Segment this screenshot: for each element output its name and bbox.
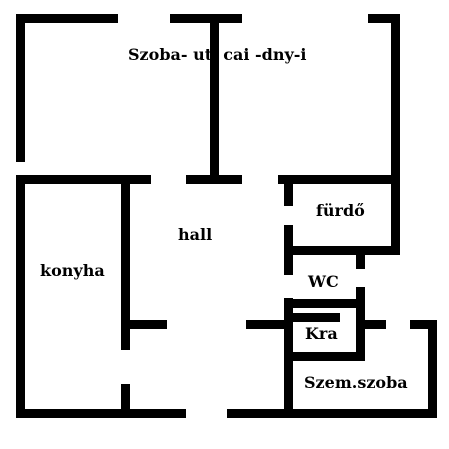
label-hall: hall (178, 225, 212, 244)
wall-room-bottom-right (278, 175, 400, 184)
wall-left-lower (16, 175, 25, 418)
wall-wc-bottom (284, 299, 365, 308)
label-kamra: Kra (305, 324, 338, 343)
wall-pantry-bottom (284, 352, 365, 361)
walls (16, 14, 437, 418)
wall-hall-stub-right (246, 320, 284, 329)
label-szemszoba: Szem.szoba (304, 373, 408, 392)
wall-top-left (16, 14, 118, 23)
wall-guest-right (428, 320, 437, 418)
wall-kitchen-hall-lower (121, 384, 130, 411)
label-szoba: Szoba- ut cai -dny-i (128, 45, 306, 64)
wall-guest-top-right (410, 320, 437, 329)
wall-left-upper (16, 14, 25, 162)
wall-room-bottom-left (16, 175, 151, 184)
wall-top-middle (170, 14, 242, 23)
wall-top-right (368, 14, 400, 23)
wall-room-bottom-mid (186, 175, 242, 184)
wall-guest-top-left (356, 320, 386, 329)
label-konyha: konyha (40, 261, 105, 280)
wall-wc-right-top (356, 255, 365, 269)
label-wc: WC (307, 272, 339, 291)
label-furdo: fürdő (316, 201, 365, 220)
wall-room-divider (210, 14, 219, 176)
wall-bottom-right (227, 409, 437, 418)
wall-right-upper (391, 14, 400, 254)
wall-bath-left-top (284, 184, 293, 206)
wall-pantry-top (284, 313, 340, 322)
wall-kitchen-hall (121, 175, 130, 350)
wall-bottom-left (16, 409, 186, 418)
wall-hall-stub-left (121, 320, 167, 329)
wall-bath-bottom (284, 246, 400, 255)
room-labels: Szoba- ut cai -dny-i hall konyha fürdő W… (40, 45, 408, 392)
